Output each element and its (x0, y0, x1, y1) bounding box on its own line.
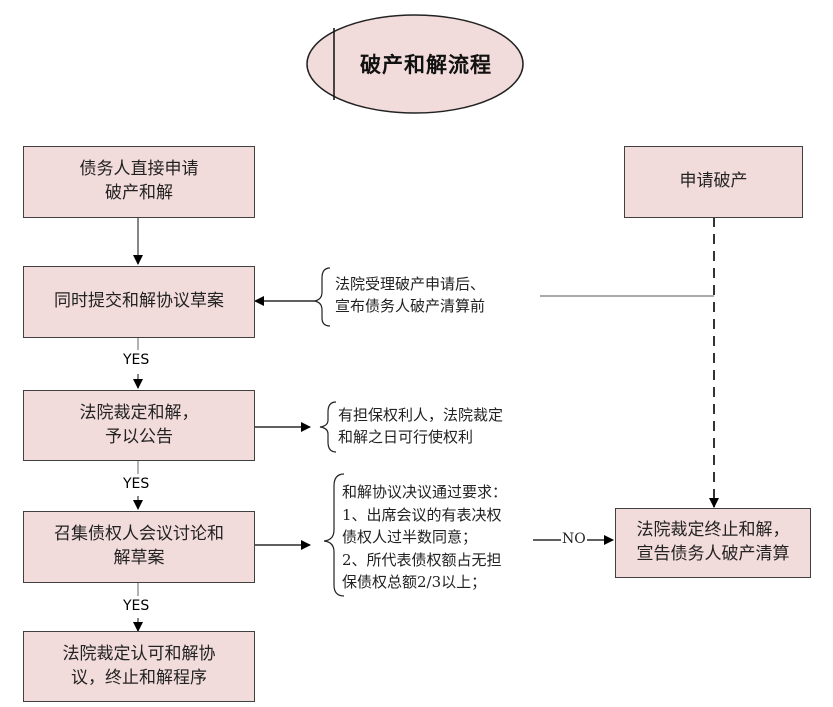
node-apply-bankruptcy: 申请破产 (624, 146, 803, 218)
brace-secured (319, 401, 337, 453)
note-secured-rights: 有担保权利人，法院裁定 和解之日可行使权利 (338, 405, 503, 449)
node-text-line: 予以公告 (105, 426, 173, 447)
note-line: 债权人过半数同意； (342, 528, 478, 546)
node-court-approve: 法院裁定认可和解协议，终止和解程序 (23, 631, 255, 702)
edge-label-no: NO (561, 531, 587, 547)
note-line: 和解协议决议通过要求： (342, 483, 508, 501)
edge-label-yes: YES (123, 598, 150, 614)
node-text-line: 同时提交和解协议草案 (54, 291, 224, 312)
note-line: 有担保权利人，法院裁定 (338, 406, 504, 424)
title-ellipse (306, 14, 524, 114)
brace-timing (313, 267, 331, 327)
node-text-line: 破产和解 (105, 183, 173, 203)
node-text-line: 议，终止和解程序 (71, 667, 207, 688)
node-text-line: 宣告债务人破产清算 (636, 544, 790, 564)
node-text-line: 法院裁定认可和解协 (62, 643, 216, 664)
node-text-line: 法院裁定终止和解， (636, 520, 790, 541)
note-line: 法院受理破产申请后、 (335, 275, 486, 293)
edge-label-yes: YES (123, 352, 150, 368)
node-debtor-apply: 债务人直接申请破产和解 (23, 146, 255, 218)
note-line: 宣布债务人破产清算前 (335, 296, 486, 315)
node-court-terminate: 法院裁定终止和解， 宣告债务人破产清算 (615, 508, 811, 578)
note-line: 保债权总额2/3以上； (342, 573, 487, 591)
note-line: 和解之日可行使权利 (338, 427, 474, 446)
note-requirements: 和解协议决议通过要求： 1、出席会议的有表决权 债权人过半数同意； 2、所代表债… (342, 481, 507, 594)
edge-label-yes: YES (123, 476, 150, 492)
node-creditors-meeting: 召集债权人会议讨论和解草案 (23, 511, 255, 583)
node-text-line: 申请破产 (679, 171, 748, 192)
node-submit-draft: 同时提交和解协议草案 (23, 266, 255, 338)
note-line: 2、所代表债权额占无担 (342, 550, 502, 569)
node-text-line: 解草案 (113, 548, 165, 568)
brace-requirements (323, 473, 345, 597)
node-court-ruling: 法院裁定和解， 予以公告 (23, 390, 255, 461)
note-line: 1、出席会议的有表决权 (342, 505, 502, 524)
node-text-line: 召集债权人会议讨论和 (54, 524, 224, 545)
note-timing: 法院受理破产申请后、 宣布债务人破产清算前 (335, 274, 485, 318)
node-text-line: 法院裁定和解， (79, 402, 199, 423)
node-text-line: 债务人直接申请 (79, 159, 199, 180)
diagram-title: 破产和解流程 (360, 52, 492, 77)
